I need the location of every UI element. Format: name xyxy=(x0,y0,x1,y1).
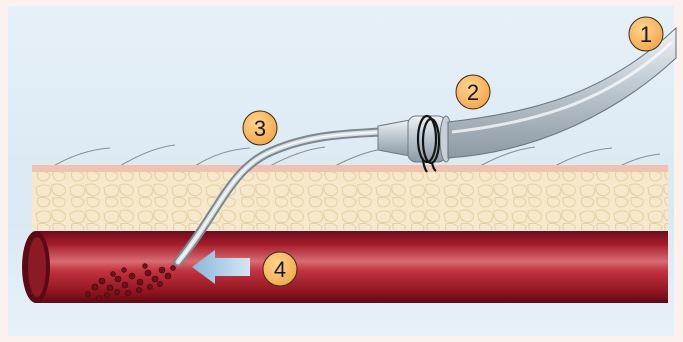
label-4: 4 xyxy=(263,252,297,286)
fat-layer xyxy=(32,172,668,230)
label-2: 2 xyxy=(456,75,490,109)
label-4-text: 4 xyxy=(274,257,286,282)
label-1: 1 xyxy=(629,17,663,51)
skin-surface xyxy=(32,165,668,173)
label-1-text: 1 xyxy=(640,22,652,47)
label-3: 3 xyxy=(243,111,277,145)
label-2-text: 2 xyxy=(467,80,479,105)
label-3-text: 3 xyxy=(254,116,266,141)
